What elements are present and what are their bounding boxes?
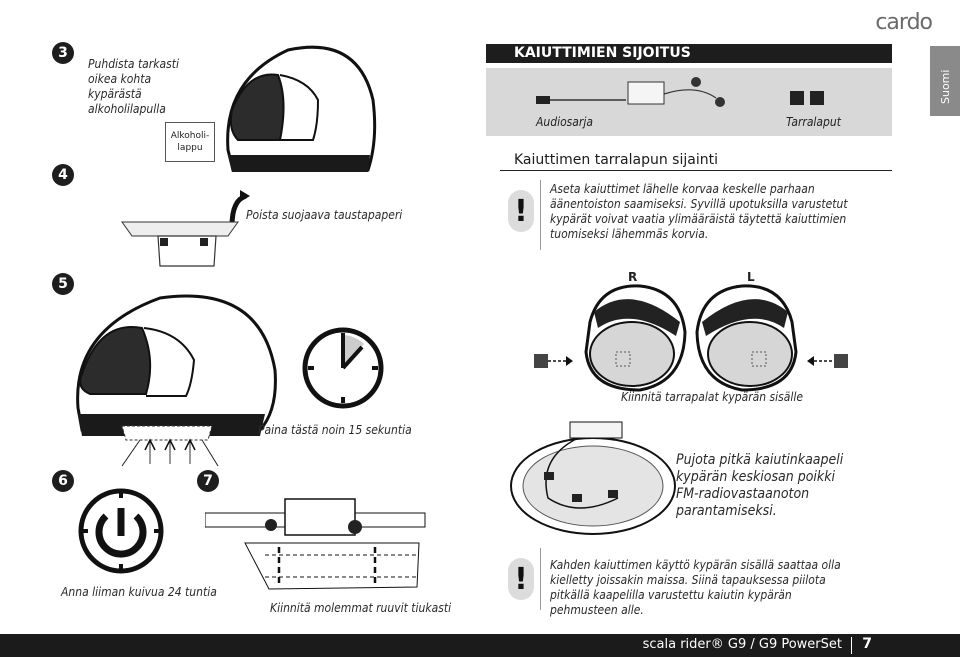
adhesive-pad-2: [810, 91, 824, 105]
alcohol-pad-label: Alkoholi-lappu: [165, 122, 215, 162]
step-5-caption: Paina tästä noin 15 sekuntia: [258, 423, 412, 437]
page-number: 7: [862, 636, 872, 652]
step-6-caption: Anna liiman kuivua 24 tuntia: [61, 585, 217, 599]
legal-note: Kahden kaiuttimen käyttö kypärän sisällä…: [550, 558, 841, 617]
step-4-caption: Poista suojaava taustapaperi: [246, 208, 403, 222]
step-4-number: 4: [52, 164, 74, 186]
pad-right-icon: [534, 354, 548, 368]
step-3-caption: Puhdista tarkasti oikea kohta kypärästä …: [88, 57, 179, 116]
helmet-illustration-large: [76, 294, 277, 436]
step-3-number: 3: [52, 42, 74, 64]
placement-note: Aseta kaiuttimet lähelle korvaa keskelle…: [550, 182, 848, 241]
warning-icon-2: !: [508, 558, 534, 600]
product-name: scala rider® G9 / G9 PowerSet: [642, 637, 842, 652]
clamp-screw-illustration: [205, 498, 426, 590]
clamp-arrows-illustration: [121, 425, 219, 467]
audio-kit-illustration: [536, 77, 725, 107]
section-title: KAIUTTIMIEN SIJOITUS: [486, 44, 892, 63]
step-7-number: 7: [197, 470, 219, 492]
page-footer: scala rider® G9 / G9 PowerSet 7: [0, 634, 960, 657]
audio-kit-label: Audiosarja: [536, 115, 593, 129]
left-label: L: [747, 270, 755, 284]
speaker-placement-heading: Kaiuttimen tarralapun sijainti: [514, 152, 718, 168]
adhesive-mount-illustration: [121, 221, 239, 267]
clock-icon: [302, 327, 384, 409]
pad-left-icon: [834, 354, 848, 368]
adhesive-pad-1: [790, 91, 804, 105]
kit-contents-box: Audiosarja Tarralaput: [486, 68, 892, 136]
helmet-illustration-top: [226, 45, 377, 172]
language-tab-label: Suomi: [939, 69, 952, 104]
language-tab[interactable]: Suomi: [930, 46, 960, 116]
step-5-number: 5: [52, 273, 74, 295]
dashed-arrow-right-icon: [548, 356, 573, 366]
cable-routing-illustration: [510, 421, 676, 535]
right-label: R: [628, 270, 638, 284]
cable-routing-caption: Pujota pitkä kaiutinkaapeli kypärän kesk…: [676, 452, 844, 519]
attach-pads-caption: Kiinnitä tarrapalat kypärän sisälle: [621, 390, 804, 404]
heading-divider: [500, 170, 892, 171]
footer-separator: [851, 637, 852, 654]
cardo-logo: cardo: [875, 10, 933, 35]
dashed-arrow-left-icon: [807, 356, 832, 366]
warning-icon: !: [508, 190, 534, 232]
pads-label: Tarralaput: [786, 115, 841, 129]
helmet-interior-left: [695, 284, 798, 392]
power-timer-icon: [78, 488, 164, 574]
step-6-number: 6: [52, 470, 74, 492]
helmet-interior-right: [584, 284, 687, 392]
step-7-caption: Kiinnitä molemmat ruuvit tiukasti: [270, 601, 452, 615]
